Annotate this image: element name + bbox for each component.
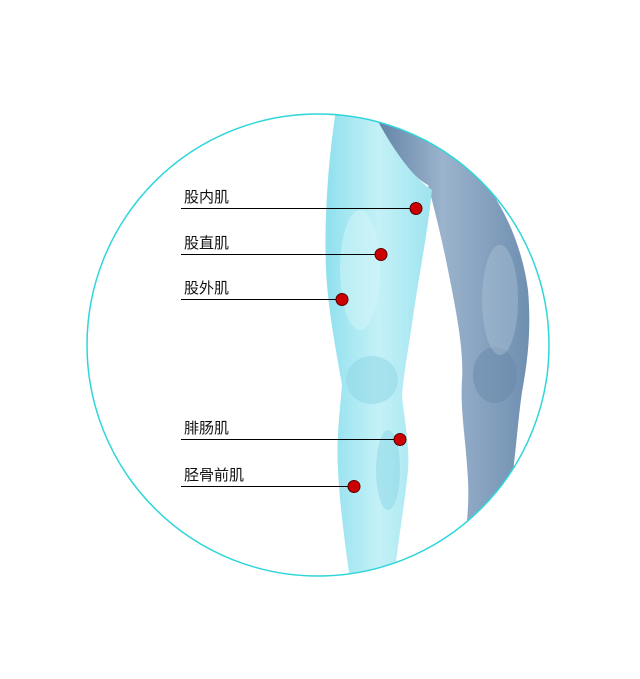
back-leg xyxy=(372,114,530,576)
marker-adductor xyxy=(409,202,423,215)
front-leg xyxy=(325,114,432,576)
label-vastus-lateralis: 股外肌 xyxy=(184,279,230,297)
marker-gastrocnemius xyxy=(393,433,407,446)
label-gastrocnemius: 腓肠肌 xyxy=(184,419,230,437)
label-rectus-femoris: 股直肌 xyxy=(184,234,230,252)
marker-tibialis-anterior xyxy=(347,480,361,493)
marker-vastus-lateralis xyxy=(335,293,349,306)
label-adductor: 股内肌 xyxy=(184,188,230,206)
label-tibialis-anterior: 胫骨前肌 xyxy=(184,466,245,484)
marker-rectus-femoris xyxy=(374,248,388,261)
frame-circle xyxy=(86,113,550,577)
